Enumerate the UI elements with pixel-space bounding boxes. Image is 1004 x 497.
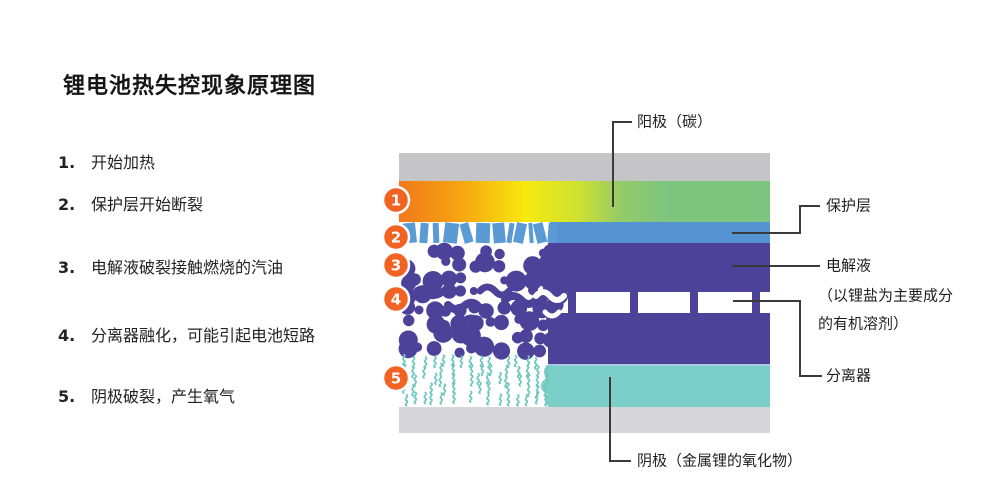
marker-4-number: 4 — [391, 290, 401, 308]
step-item-3: 3. 电解液破裂接触燃烧的汽油 — [58, 258, 283, 278]
step-number: 2. — [58, 195, 76, 214]
protection-layer-fragments — [401, 222, 558, 244]
cathode-layer — [548, 366, 770, 407]
step-text: 开始加热 — [91, 153, 156, 172]
cathode-wavy-edge — [541, 365, 559, 407]
current-collector-bottom-layer — [399, 407, 770, 433]
marker-5: 5 — [381, 363, 411, 393]
marker-2-number: 2 — [391, 228, 401, 246]
page-title: 锂电池热失控现象原理图 — [63, 74, 317, 99]
anode-label: 阳极（碳） — [637, 112, 713, 131]
step-markers: 1 2 3 4 5 — [381, 185, 411, 393]
step-item-5: 5. 阴极破裂，产生氧气 — [58, 387, 235, 407]
step-number: 4. — [58, 326, 76, 345]
electrolyte-sublabel-1: （以锂盐为主要成分 — [818, 286, 954, 305]
protection-label: 保护层 — [826, 196, 872, 215]
step-item-4: 4. 分离器融化，可能引起电池短路 — [58, 326, 315, 346]
step-text: 分离器融化，可能引起电池短路 — [91, 326, 316, 345]
marker-3-number: 3 — [391, 256, 401, 274]
marker-4: 4 — [381, 284, 411, 314]
step-number: 5. — [58, 387, 76, 406]
step-text: 保护层开始断裂 — [91, 195, 204, 214]
step-text: 电解液破裂接触燃烧的汽油 — [91, 258, 284, 277]
separator-dashes — [558, 292, 770, 313]
melted-separator-worms — [411, 283, 567, 326]
marker-3: 3 — [381, 250, 411, 280]
protection-layer — [550, 222, 770, 243]
step-item-1: 1. 开始加热 — [58, 153, 155, 173]
step-text: 阴极破裂，产生氧气 — [91, 387, 236, 406]
anode-callout-line — [612, 121, 632, 207]
separator-callout-line — [733, 300, 822, 377]
marker-5-number: 5 — [391, 369, 401, 387]
cathode-label: 阴极（金属锂的氧化物） — [637, 451, 803, 470]
marker-1-number: 1 — [391, 191, 401, 209]
step-number: 3. — [58, 258, 76, 277]
marker-2: 2 — [381, 222, 411, 252]
step-item-2: 2. 保护层开始断裂 — [58, 195, 203, 215]
step-number: 1. — [58, 153, 76, 172]
protection-callout-line — [732, 205, 820, 234]
oxygen-gas-squiggles — [401, 353, 549, 407]
current-collector-top-layer — [399, 153, 770, 181]
electrolyte-broken-blobs — [396, 242, 570, 363]
electrolyte-sublabel-2: 的有机溶剂） — [818, 314, 909, 333]
anode-layer-heat-gradient — [399, 181, 770, 222]
cathode-edge-line — [548, 364, 770, 366]
marker-1: 1 — [381, 185, 411, 215]
separator-label: 分离器 — [826, 366, 872, 385]
cathode-callout-line — [609, 377, 631, 462]
electrolyte-label: 电解液 — [826, 256, 872, 275]
callout-lines — [609, 121, 822, 462]
